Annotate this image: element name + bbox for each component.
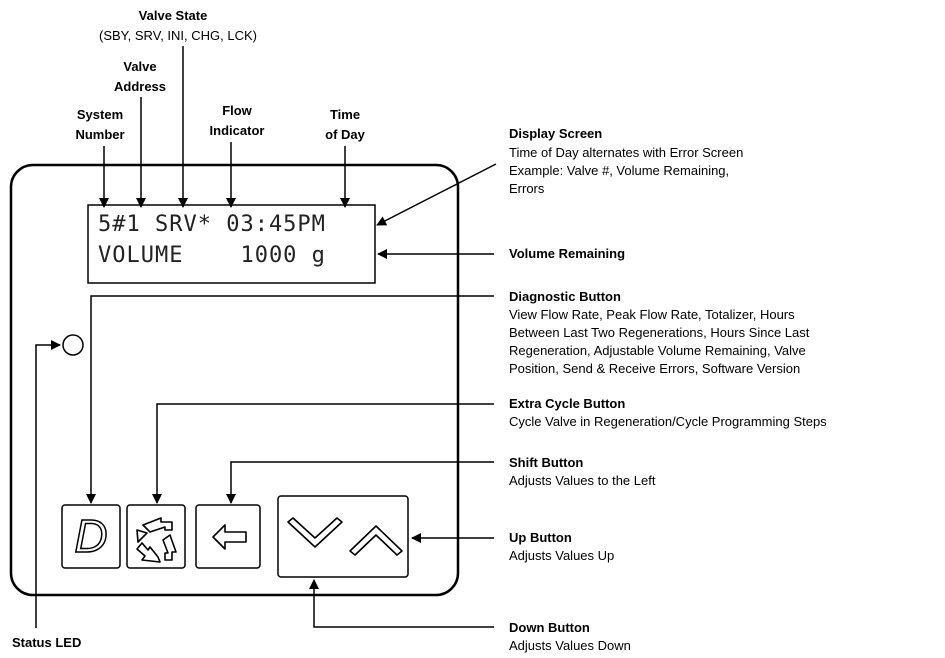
shift-desc-line: Adjusts Values to the Left xyxy=(509,473,656,488)
diagnostic-desc-line: Regeneration, Adjustable Volume Remainin… xyxy=(509,343,806,358)
extra-cycle-button[interactable] xyxy=(126,504,186,569)
up-button-desc: Adjusts Values Up xyxy=(509,547,614,565)
down-button-desc: Adjusts Values Down xyxy=(509,637,631,655)
time-of-day-label-1: Time xyxy=(329,107,361,122)
chevron-down-icon xyxy=(287,517,343,548)
extra-cycle-button-desc: Cycle Valve in Regeneration/Cycle Progra… xyxy=(509,413,827,431)
diagnostic-arrow xyxy=(86,295,494,504)
down-button-title: Down Button xyxy=(509,620,590,635)
flow-indicator-label-2: Indicator xyxy=(209,123,265,138)
extra-cycle-desc-line: Cycle Valve in Regeneration/Cycle Progra… xyxy=(509,414,827,429)
down-button-arrow xyxy=(309,579,494,628)
diagnostic-desc-line: View Flow Rate, Peak Flow Rate, Totalize… xyxy=(509,307,795,322)
display-screen-desc-line: Errors xyxy=(509,181,545,196)
diagnostic-d-icon: D xyxy=(74,509,109,563)
diagnostic-desc-line: Position, Send & Receive Errors, Softwar… xyxy=(509,361,801,376)
status-led-arrow xyxy=(35,340,61,628)
shift-button-title: Shift Button xyxy=(509,455,584,470)
display-screen-title: Display Screen xyxy=(509,126,603,141)
controller-panel xyxy=(9,163,460,597)
shift-arrow xyxy=(226,461,494,504)
extra-cycle-arrow xyxy=(152,403,494,504)
system-number-label-2: Number xyxy=(75,127,125,142)
down-desc-line: Adjusts Values Down xyxy=(509,638,631,653)
left-arrow-icon xyxy=(212,524,247,550)
shift-button-desc: Adjusts Values to the Left xyxy=(509,472,655,490)
up-desc-line: Adjusts Values Up xyxy=(509,548,615,563)
shift-button[interactable] xyxy=(195,504,261,569)
display-line-1: 5#1 SRV* 03:45PM xyxy=(98,212,326,237)
diagnostic-button[interactable] xyxy=(61,504,121,569)
display-screen-desc-line: Example: Valve #, Volume Remaining, xyxy=(509,163,730,178)
system-number-label-1: System xyxy=(76,107,124,122)
diagnostic-button-title: Diagnostic Button xyxy=(509,289,621,304)
time-of-day-label-2: of Day xyxy=(325,127,365,142)
diagnostic-button-desc: View Flow Rate, Peak Flow Rate, Totalize… xyxy=(509,306,809,378)
flow-indicator-label-1: Flow xyxy=(222,103,252,118)
valve-address-label-1: Valve xyxy=(123,59,157,74)
diagnostic-desc-line: Between Last Two Regenerations, Hours Si… xyxy=(509,325,810,340)
status-led xyxy=(62,334,84,356)
volume-remaining-title: Volume Remaining xyxy=(509,246,626,261)
chevron-up-icon xyxy=(349,525,403,556)
recycle-icon xyxy=(136,517,177,563)
valve-state-options: (SBY, SRV, INI, CHG, LCK) xyxy=(99,28,257,43)
valve-state-title: Valve State xyxy=(138,8,208,23)
display-screen-desc-line: Time of Day alternates with Error Screen xyxy=(509,145,744,160)
display-line-2: VOLUME 1000 g xyxy=(98,243,326,268)
extra-cycle-button-title: Extra Cycle Button xyxy=(509,396,626,411)
display-screen-desc: Time of Day alternates with Error Screen… xyxy=(509,144,743,198)
down-up-button-pad[interactable] xyxy=(277,495,409,578)
status-led-title: Status LED xyxy=(12,635,82,650)
display-screen-arrow xyxy=(376,163,497,226)
up-button-title: Up Button xyxy=(509,530,572,545)
valve-address-label-2: Address xyxy=(113,79,167,94)
